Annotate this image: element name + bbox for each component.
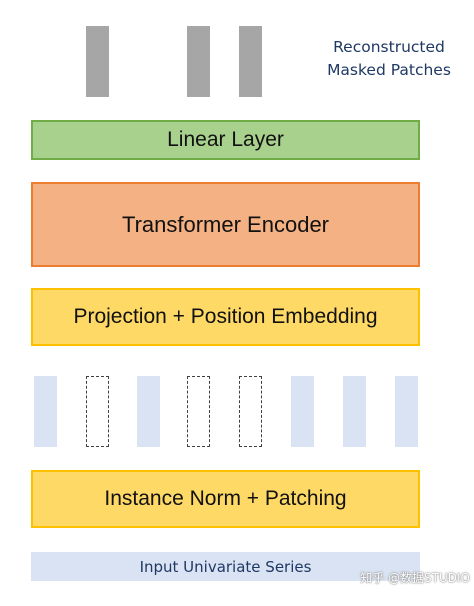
input-univariate-series-label: Input Univariate Series (139, 557, 312, 576)
input-patch-visible (137, 376, 160, 447)
input-patch-masked (86, 376, 109, 447)
transformer-encoder-box: Transformer Encoder (31, 182, 420, 267)
watermark: 知乎 @数据STUDIO (360, 571, 470, 585)
label-line-1: Reconstructed (333, 38, 445, 56)
label-line-2: Masked Patches (327, 61, 451, 79)
instance-norm-patching-box: Instance Norm + Patching (31, 470, 420, 528)
projection-embedding-label: Projection + Position Embedding (73, 305, 378, 328)
reconstructed-patch (239, 26, 262, 97)
input-patch-visible (343, 376, 366, 447)
reconstructed-patch (86, 26, 109, 97)
transformer-encoder-label: Transformer Encoder (121, 211, 330, 237)
linear-layer-box: Linear Layer (31, 120, 420, 160)
input-univariate-series-box: Input Univariate Series (31, 552, 420, 581)
reconstructed-patch (187, 26, 210, 97)
input-patch-visible (395, 376, 418, 447)
input-patch-masked (187, 376, 210, 447)
projection-embedding-box: Projection + Position Embedding (31, 288, 420, 346)
reconstructed-masked-patches-label: Reconstructed Masked Patches (316, 36, 462, 82)
linear-layer-label: Linear Layer (167, 128, 284, 151)
instance-norm-patching-label: Instance Norm + Patching (104, 487, 347, 510)
input-patch-visible (34, 376, 57, 447)
input-patch-masked (239, 376, 262, 447)
input-patch-visible (291, 376, 314, 447)
